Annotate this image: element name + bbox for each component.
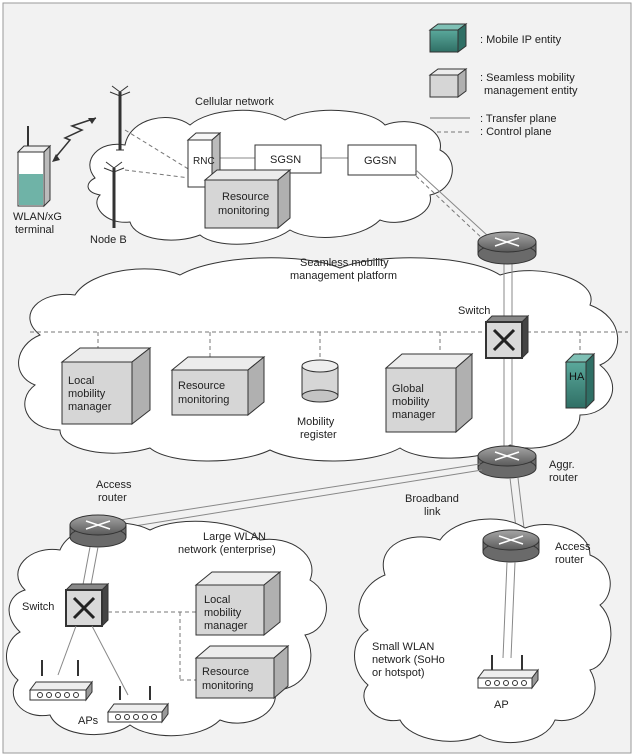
terminal-label-1: WLAN/xG [13,211,62,223]
switch-ap1-link [57,625,77,676]
small-wlan-title-3: or hotspot) [372,667,425,679]
cellular-resource-label-1: Resource [222,191,269,203]
legend-seamless-swatch [428,68,468,98]
platform-global-label-2: mobility [392,396,430,408]
access-point-2-icon [107,686,169,724]
small-access-point-icon [477,655,539,690]
small-wlan-cloud [354,518,612,744]
small-wlan-title-1: Small WLAN [372,641,434,653]
large-wlan-resource-monitoring: Resource monitoring [194,644,290,700]
small-access-router-label-2: router [555,554,584,566]
small-wlan-title-2: network (SoHo [372,654,445,666]
large-wlan-title-1: Large WLAN [203,531,266,543]
aggr-to-large-wlan-link-2 [121,469,483,529]
large-access-router-label-2: router [98,492,127,504]
aggr-to-large-wlan-link [119,463,481,521]
aggr-router-label-1: Aggr. [549,459,575,471]
legend-control-label: : Control plane [480,126,552,138]
large-local-label-2: mobility [204,607,242,619]
platform-global-label-3: manager [392,409,436,421]
node-b-label: Node B [90,234,127,246]
wireless-link-icon [54,117,97,159]
large-access-router-label-1: Access [96,479,132,491]
legend-seamless-label-2: management entity [484,85,578,97]
mobility-register-label-2: register [300,429,337,441]
small-ap-label: AP [494,699,509,711]
small-router-ap-link-2 [510,561,516,659]
platform-resource-label-1: Resource [178,380,225,392]
legend-seamless-label-1: : Seamless mobility [480,72,575,84]
sgsn-node: SGSN [254,144,322,174]
platform-global-mobility-manager: Global mobility manager [384,352,474,434]
ggsn-label: GGSN [364,155,396,167]
large-resource-label-2: monitoring [202,680,253,692]
mobility-register-cylinder [301,359,339,403]
aps-label: APs [78,715,99,727]
node-b-tower-2 [103,161,125,228]
aggregation-router [477,445,537,479]
aggr-to-small-wlan-link-2 [517,477,525,529]
terminal-label-2: terminal [15,224,54,236]
nodeb2-rnc-control-link [124,169,191,179]
platform-local-label-2: mobility [68,388,106,400]
platform-switch-icon [484,314,530,360]
large-local-label-3: manager [204,620,248,632]
wlan-xg-terminal [16,126,52,208]
aggr-to-small-wlan-link [509,477,517,529]
large-wlan-title-2: network (enterprise) [178,544,276,556]
platform-resource-monitoring: Resource monitoring [170,355,266,417]
legend-mobile-ip-label: : Mobile IP entity [480,34,562,46]
sgsn-label: SGSN [270,154,301,166]
large-router-switch-link-2 [89,546,99,591]
ggsn-node: GGSN [347,144,417,176]
legend-mobile-ip-swatch [428,23,468,53]
small-router-ap-link [502,561,508,659]
mobility-register-label-1: Mobility [297,416,335,428]
large-wlan-switch-label: Switch [22,601,54,613]
broadband-label-2: link [424,506,441,518]
small-wlan-access-router [482,529,540,563]
large-wlan-access-router [69,514,127,548]
broadband-label-1: Broadband [405,493,459,505]
node-b-tower-1 [109,85,131,151]
platform-title-1: Seamless mobility [300,257,389,269]
cellular-resource-monitoring: Resource monitoring [203,168,292,230]
ha-label: HA [569,371,585,383]
home-agent-node: HA [564,352,596,410]
platform-global-label-1: Global [392,383,424,395]
platform-switch-label: Switch [458,305,490,317]
small-access-router-label-1: Access [555,541,591,553]
legend: : Mobile IP entity : Seamless mobility m… [428,23,578,138]
cellular-resource-label-2: monitoring [218,205,269,217]
switch-ap2-link [91,625,129,696]
platform-local-mobility-manager: Local mobility manager [60,346,152,426]
large-local-label-1: Local [204,594,230,606]
nodeb-rnc-control-link [124,129,191,171]
access-point-1-icon [29,660,93,702]
legend-transfer-label: : Transfer plane [480,113,556,125]
large-wlan-local-mobility-manager: Local mobility manager [194,570,282,637]
platform-local-label-3: manager [68,401,112,413]
ggsn-router-control-link [415,175,485,241]
large-wlan-switch-icon [64,582,110,628]
aggr-router-label-2: router [549,472,578,484]
platform-local-label-1: Local [68,375,94,387]
large-resource-label-1: Resource [202,666,249,678]
top-router [477,231,537,265]
platform-title-2: management platform [290,270,397,282]
ggsn-router-transfer-link [415,169,489,237]
cellular-network-label: Cellular network [195,96,274,108]
platform-resource-label-2: monitoring [178,394,229,406]
rnc-label: RNC [193,156,215,167]
large-router-switch-link [81,546,91,591]
